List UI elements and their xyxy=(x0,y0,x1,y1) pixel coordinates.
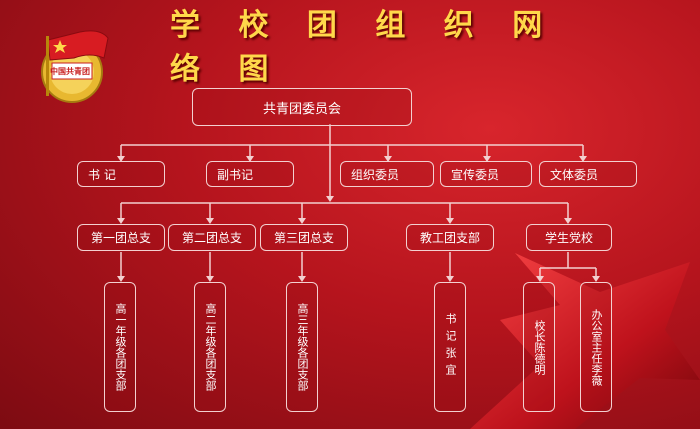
publicity-member-box: 宣传委员 xyxy=(440,161,532,187)
emblem-text: 中国共青团 xyxy=(50,66,90,76)
student-party-school-box: 学生党校 xyxy=(526,224,612,251)
principal-box: 校长陈德明 xyxy=(523,282,555,412)
grade-one-branches-box: 高一年级各团支部 xyxy=(104,282,136,412)
staff-branch-box: 教工团支部 xyxy=(406,224,494,251)
youth-league-emblem-icon xyxy=(41,30,109,103)
office-director-box: 办公室主任李薇 xyxy=(580,282,612,412)
second-branch-box: 第二团总支 xyxy=(168,224,256,251)
organization-member-box: 组织委员 xyxy=(340,161,434,187)
third-branch-box: 第三团总支 xyxy=(260,224,348,251)
grade-three-branches-box: 高三年级各团支部 xyxy=(286,282,318,412)
first-branch-box: 第一团总支 xyxy=(77,224,165,251)
staff-secretary-box: 书记张宜 xyxy=(434,282,466,412)
committee-box: 共青团委员会 xyxy=(192,88,412,126)
grade-two-branches-box: 高二年级各团支部 xyxy=(194,282,226,412)
deputy-secretary-box: 副书记 xyxy=(206,161,294,187)
culture-sports-member-box: 文体委员 xyxy=(539,161,637,187)
secretary-box: 书 记 xyxy=(77,161,165,187)
